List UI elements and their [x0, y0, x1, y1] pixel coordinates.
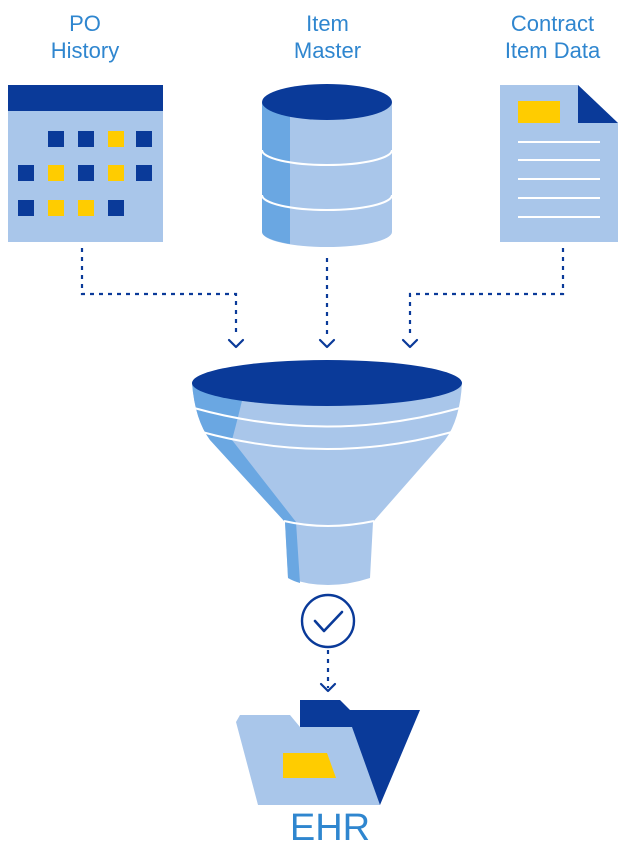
document-icon — [500, 85, 618, 242]
arrow-down-icon — [227, 338, 245, 349]
contract-connector — [408, 248, 565, 336]
database-icon — [261, 84, 393, 247]
arrow-down-icon — [401, 338, 419, 349]
po-history-connector — [80, 248, 238, 336]
connector-arrows — [80, 248, 565, 336]
arrowheads — [227, 338, 419, 349]
po-history-label: PO History — [50, 11, 120, 63]
arrow-down-icon — [318, 338, 336, 349]
folder-icon — [236, 700, 420, 805]
calendar-icon — [8, 85, 163, 242]
item-master-label: Item Master — [293, 11, 362, 63]
checkmark-icon — [300, 593, 356, 649]
arrow-down-icon — [319, 682, 337, 693]
ehr-label: EHR — [289, 807, 371, 849]
contract-item-data-label: Contract Item Data — [504, 11, 601, 63]
funnel-icon — [192, 360, 462, 585]
